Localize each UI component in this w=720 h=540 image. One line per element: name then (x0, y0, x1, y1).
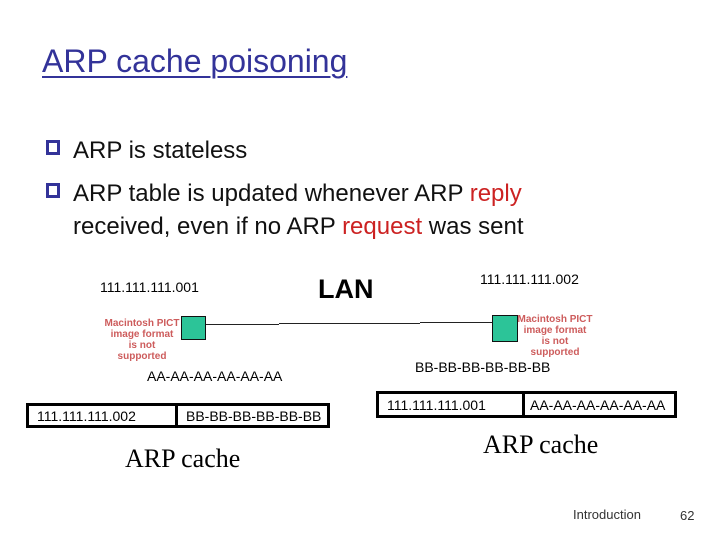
right-host-ip-label: 111.111.111.002 (480, 271, 579, 287)
bullet-segment-highlight: request (342, 213, 423, 240)
footer-page-number: 62 (680, 508, 695, 523)
lan-wire-segment (420, 322, 492, 323)
arp-cache-ip-cell: 111.111.111.002 (29, 406, 178, 425)
lan-wire-segment (206, 324, 279, 325)
left-host-ip-label: 111.111.111.001 (100, 279, 199, 295)
right-host-node-icon (492, 315, 518, 342)
bullet-item-2: ARP table is updated whenever ARP reply … (46, 177, 578, 243)
right-host-mac-label: BB-BB-BB-BB-BB-BB (415, 359, 551, 375)
page-title: ARP cache poisoning (42, 43, 348, 79)
placeholder-line: Macintosh PICT (104, 318, 180, 329)
bullet-line: ARP is stateless (73, 134, 578, 167)
placeholder-line: Macintosh PICT (517, 314, 593, 325)
bullet-square-icon (46, 183, 60, 198)
bullet-segment: ARP is stateless (73, 137, 248, 164)
bullet-square-icon (46, 140, 60, 155)
arp-cache-mac-cell: BB-BB-BB-BB-BB-BB (186, 407, 322, 424)
bullet-text: ARP table is updated whenever ARP reply … (73, 177, 578, 243)
bullet-segment-highlight: reply (469, 180, 522, 207)
footer-section-label: Introduction (573, 507, 641, 522)
arp-cache-mac-cell: AA-AA-AA-AA-AA-AA (530, 396, 666, 413)
bullet-item-1: ARP is stateless (46, 134, 578, 167)
placeholder-line: is not supported (117, 340, 167, 362)
right-arp-cache-caption: ARP cache (483, 430, 599, 459)
bullet-line: received, even if no ARP request was sen… (73, 210, 578, 243)
placeholder-line: is not supported (530, 336, 580, 358)
left-arp-cache-caption: ARP cache (125, 444, 241, 473)
left-host-node-icon (181, 316, 206, 340)
left-pict-placeholder-note: Macintosh PICT image format is not suppo… (103, 318, 181, 362)
bullet-line: ARP table is updated whenever ARP reply (73, 177, 578, 210)
right-pict-placeholder-note: Macintosh PICT image format is not suppo… (517, 314, 593, 358)
lan-label: LAN (318, 274, 374, 304)
right-arp-cache-table: 111.111.111.001 AA-AA-AA-AA-AA-AA (376, 391, 677, 418)
lan-wire-segment (279, 323, 420, 324)
placeholder-line: image format (110, 329, 174, 340)
left-host-mac-label: AA-AA-AA-AA-AA-AA (147, 368, 283, 384)
bullet-segment: ARP table is updated whenever ARP (73, 180, 470, 207)
placeholder-line: image format (523, 325, 587, 336)
bullet-text: ARP is stateless (73, 134, 578, 167)
arp-cache-ip-cell: 111.111.111.001 (379, 394, 525, 415)
bullet-segment: was sent (422, 213, 524, 240)
left-arp-cache-table: 111.111.111.002 BB-BB-BB-BB-BB-BB (26, 403, 330, 428)
bullet-segment: received, even if no ARP (73, 213, 343, 240)
